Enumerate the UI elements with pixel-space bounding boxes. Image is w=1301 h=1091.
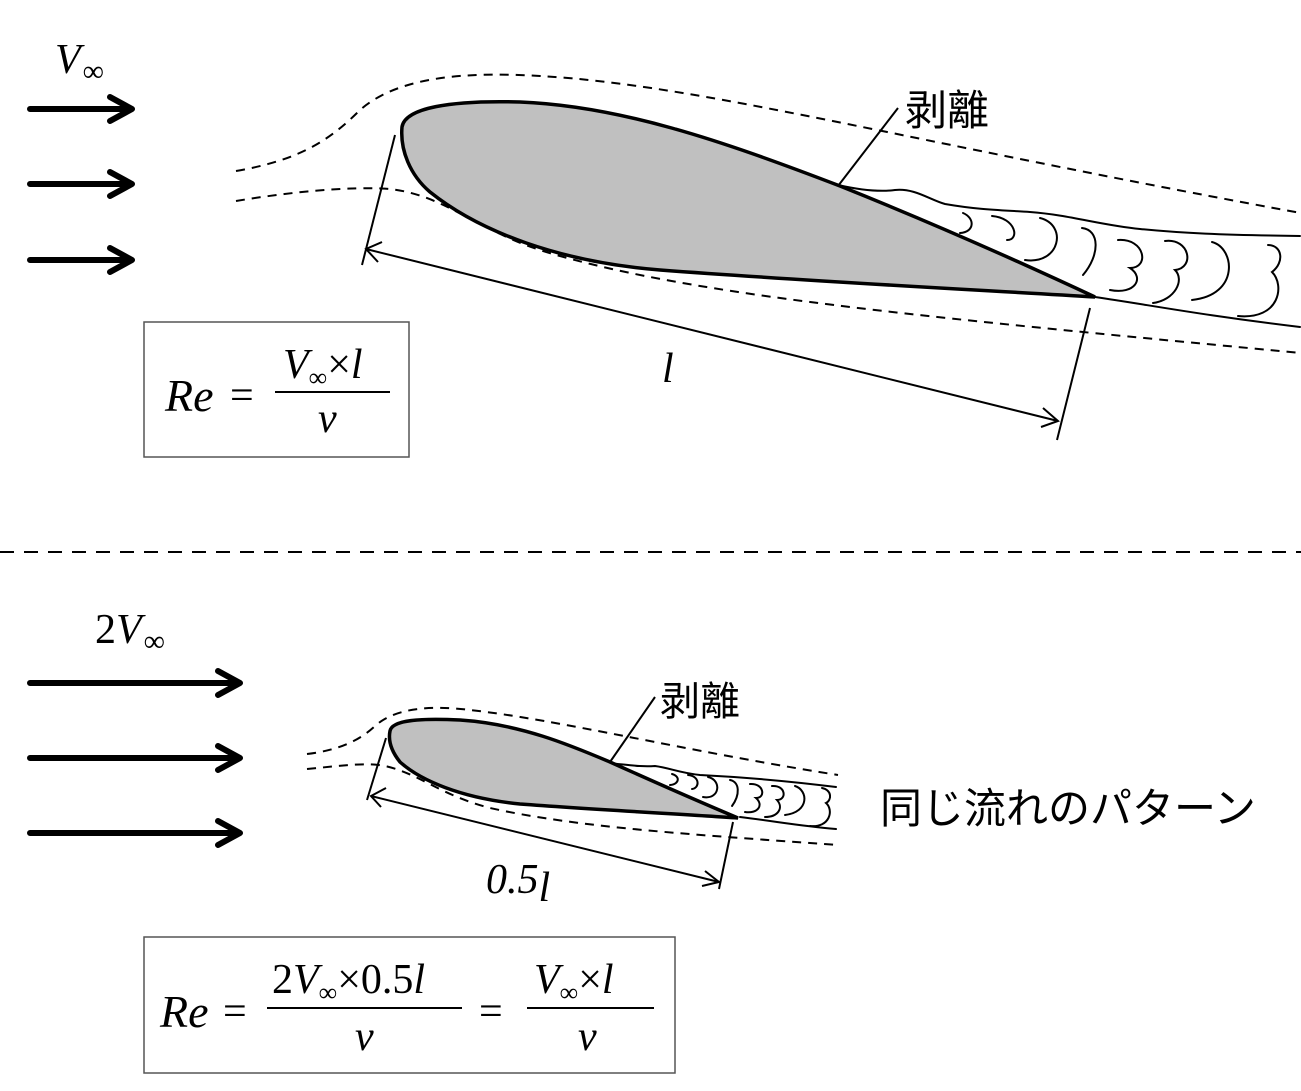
- bottom-panel: 2V∞ 剥離: [27, 607, 1256, 1074]
- arrowhead-icon: [364, 241, 383, 263]
- top-formula-box: Re = V∞×l ν: [143, 321, 410, 458]
- upper-streamline: [235, 73, 1301, 214]
- formula-denominator-2: ν: [578, 1014, 597, 1060]
- lower-streamline: [306, 763, 839, 846]
- lower-streamline: [235, 187, 1301, 354]
- arrowhead-icon: [1040, 407, 1060, 428]
- wake-vortices: [959, 212, 1282, 318]
- formula-equals: =: [230, 373, 254, 419]
- chord-label: l: [662, 346, 674, 392]
- separation-label: 剥離: [660, 679, 740, 725]
- airfoil-small: [387, 717, 739, 820]
- dimension-line: [365, 248, 1059, 422]
- same-pattern-label: 同じ流れのパターン: [880, 784, 1256, 833]
- arrowhead-icon: [369, 787, 387, 808]
- wake-lower-boundary: [739, 816, 837, 830]
- flow-arrow-icon: [27, 94, 135, 124]
- top-flow-arrows: [27, 94, 135, 275]
- wake-upper-boundary: [837, 184, 1301, 237]
- bottom-velocity-label: 2V∞: [95, 607, 165, 658]
- separation-leader-line: [609, 696, 656, 763]
- extension-line: [366, 737, 387, 801]
- formula-equals: =: [223, 989, 247, 1035]
- bottom-formula-box: Re = 2V∞×0.5l ν = V∞×l ν: [143, 936, 676, 1074]
- wake-lower-boundary: [1094, 296, 1301, 328]
- formula-numerator-2: V∞×l: [534, 957, 614, 1007]
- chord-dimension: [361, 134, 1091, 441]
- top-velocity-label: V∞: [55, 37, 104, 88]
- velocity-symbol: V: [55, 37, 85, 83]
- separation-leader-line: [837, 107, 899, 187]
- formula-lhs: Re: [164, 370, 214, 421]
- formula-equals-2: =: [479, 989, 503, 1035]
- extension-line: [718, 821, 734, 890]
- formula-lhs: Re: [159, 986, 209, 1037]
- formula-denominator: ν: [318, 396, 337, 442]
- flow-arrow-icon: [27, 743, 243, 773]
- dimension-line: [370, 795, 720, 883]
- formula-denominator-1: ν: [355, 1014, 374, 1060]
- flow-arrow-icon: [27, 818, 243, 848]
- wake-upper-boundary: [607, 762, 837, 788]
- velocity-subscript: ∞: [83, 55, 104, 88]
- top-panel: V∞: [27, 37, 1301, 458]
- chord-dimension: [366, 737, 734, 890]
- flow-arrow-icon: [27, 668, 243, 698]
- flow-arrow-icon: [27, 245, 135, 275]
- airfoil-large: [400, 99, 1096, 299]
- formula-numerator: V∞×l: [283, 342, 363, 392]
- extension-line: [1056, 307, 1091, 441]
- arrowhead-icon: [701, 870, 722, 887]
- extension-line: [361, 134, 396, 266]
- flow-arrow-icon: [27, 169, 135, 199]
- separation-label: 剥離: [905, 86, 989, 135]
- chord-label: 0.5l: [486, 857, 550, 911]
- bottom-flow-arrows: [27, 668, 243, 848]
- formula-numerator-1: 2V∞×0.5l: [272, 957, 425, 1007]
- wake-vortices: [669, 773, 832, 828]
